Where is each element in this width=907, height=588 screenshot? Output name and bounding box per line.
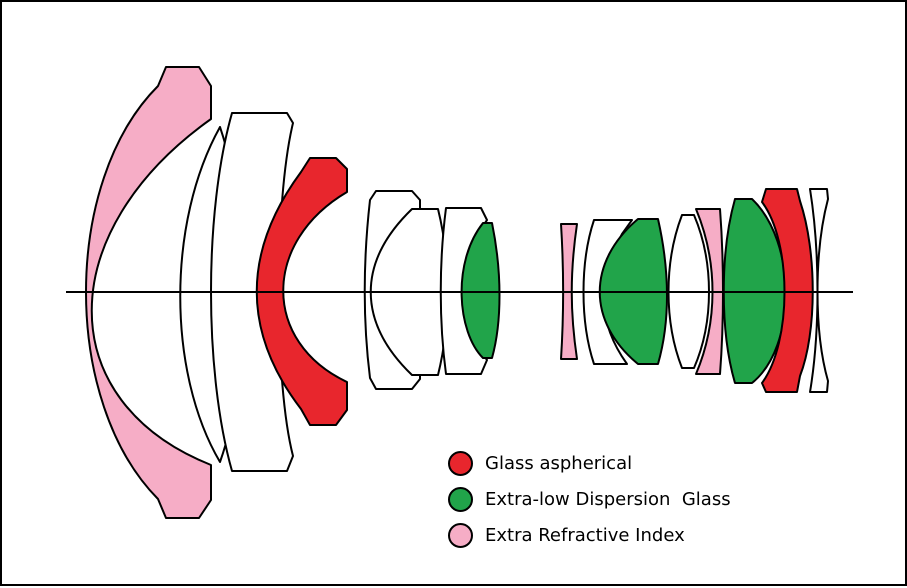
legend-swatch-ed xyxy=(448,486,473,512)
lens-extra-ri-2 xyxy=(695,208,724,375)
legend: Glass aspherical Extra-low Dispersion Gl… xyxy=(448,445,768,553)
legend-label-aspherical: Glass aspherical xyxy=(485,452,633,474)
lens-aspherical-1 xyxy=(255,157,348,426)
legend-label-ed: Extra-low Dispersion Glass xyxy=(485,488,731,510)
legend-label-extra-ri: Extra Refractive Index xyxy=(485,524,685,546)
legend-swatch-extra-ri xyxy=(448,522,473,548)
legend-swatch-aspherical xyxy=(448,450,473,476)
lens-ed-1 xyxy=(460,222,501,359)
legend-item-ed: Extra-low Dispersion Glass xyxy=(448,481,768,517)
legend-item-aspherical: Glass aspherical xyxy=(448,445,768,481)
lens-front-meniscus xyxy=(85,66,212,519)
lens-aspherical-2 xyxy=(761,188,814,393)
legend-item-extra-ri: Extra Refractive Index xyxy=(448,517,768,553)
lens-rear-element xyxy=(809,188,829,393)
